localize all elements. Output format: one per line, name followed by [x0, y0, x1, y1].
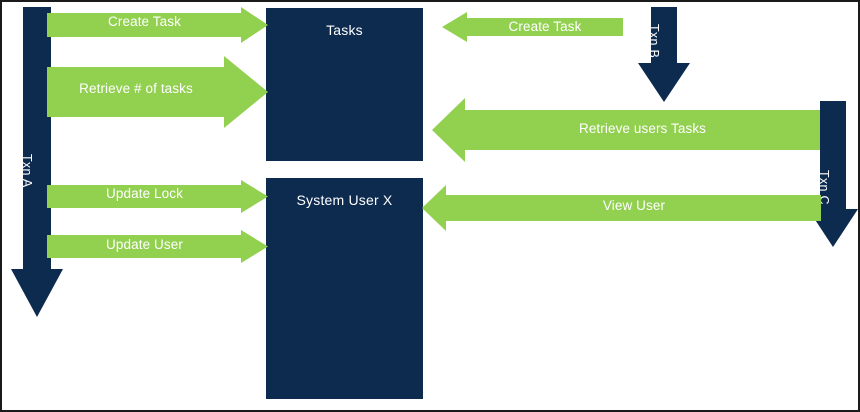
- message-arrow-create-task-right[interactable]: [442, 12, 623, 42]
- message-arrow-retrieve-num-tasks[interactable]: [47, 56, 268, 128]
- txn-arrow-b[interactable]: [638, 7, 690, 102]
- txn-arrow-a[interactable]: [11, 7, 63, 317]
- message-arrow-retrieve-users-tasks[interactable]: [432, 98, 820, 162]
- message-arrow-update-lock[interactable]: [47, 180, 268, 213]
- node-system-user-x[interactable]: System User X: [266, 178, 423, 399]
- node-tasks[interactable]: Tasks: [266, 8, 423, 161]
- message-arrow-update-user[interactable]: [47, 230, 268, 263]
- node-system-user-x-label: System User X: [296, 192, 393, 208]
- message-arrow-create-task-left[interactable]: [47, 7, 268, 43]
- message-arrow-view-user[interactable]: [422, 185, 821, 231]
- node-tasks-label: Tasks: [326, 22, 363, 38]
